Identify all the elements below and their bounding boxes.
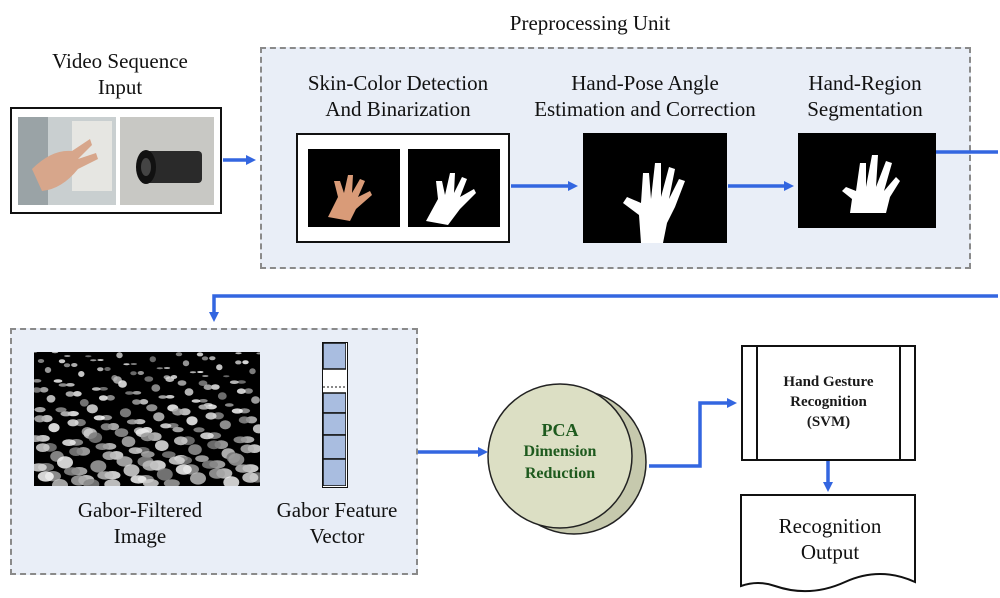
skin-label-line2: And Binarization: [325, 97, 471, 121]
video-input-frame: [10, 107, 222, 214]
segment-label-line2: Segmentation: [807, 97, 923, 121]
gabor-filtered-line1: Gabor-Filtered: [77, 498, 203, 522]
gabor-filtered-label: Gabor-Filtered Image: [40, 497, 240, 549]
svm-label: Hand Gesture Recognition (SVM): [756, 372, 901, 432]
output-line1: Recognition: [778, 514, 882, 538]
gabor-feature-vector: [322, 342, 348, 488]
video-frames-image: [18, 117, 214, 205]
pca-line2: Dimension: [523, 443, 597, 460]
output-document: [740, 494, 916, 593]
svm-line2: Recognition: [790, 394, 867, 410]
segment-label: Hand-Region Segmentation: [780, 70, 950, 122]
preprocessing-title: Preprocessing Unit: [509, 11, 671, 35]
pose-label-line1: Hand-Pose Angle: [571, 71, 719, 95]
skin-label-line1: Skin-Color Detection: [307, 71, 489, 95]
segmentation-image: [798, 133, 936, 228]
segment-label-line1: Hand-Region: [808, 71, 922, 95]
gabor-vector-label: Gabor Feature Vector: [262, 497, 412, 549]
skin-detection-frame: [296, 133, 510, 243]
pose-label-line2: Estimation and Correction: [534, 97, 756, 121]
connector-wrap-line: [209, 294, 998, 322]
output-label: Recognition Output: [745, 513, 915, 565]
pose-correction-image: [583, 133, 727, 243]
svm-line3: (SVM): [806, 414, 851, 430]
pca-node: [487, 383, 647, 535]
skin-binarization-images: [308, 149, 500, 227]
gabor-filtered-line2: Image: [113, 524, 167, 548]
pca-line3: Reduction: [524, 465, 596, 482]
skin-label: Skin-Color Detection And Binarization: [278, 70, 518, 122]
pca-label: PCA Dimension Reduction: [495, 419, 625, 485]
input-label-line2: Input: [97, 75, 143, 99]
gabor-vector-line2: Vector: [309, 524, 365, 548]
input-label: Video Sequence Input: [20, 48, 220, 100]
svm-line1: Hand Gesture: [783, 374, 874, 390]
output-line2: Output: [800, 540, 860, 564]
gabor-vector-line1: Gabor Feature: [276, 498, 398, 522]
pca-line1: PCA: [541, 420, 579, 440]
svm-box: [741, 345, 916, 461]
pose-label: Hand-Pose Angle Estimation and Correctio…: [505, 70, 785, 122]
gabor-filtered-image: [29, 351, 266, 492]
input-label-line1: Video Sequence: [52, 49, 188, 73]
